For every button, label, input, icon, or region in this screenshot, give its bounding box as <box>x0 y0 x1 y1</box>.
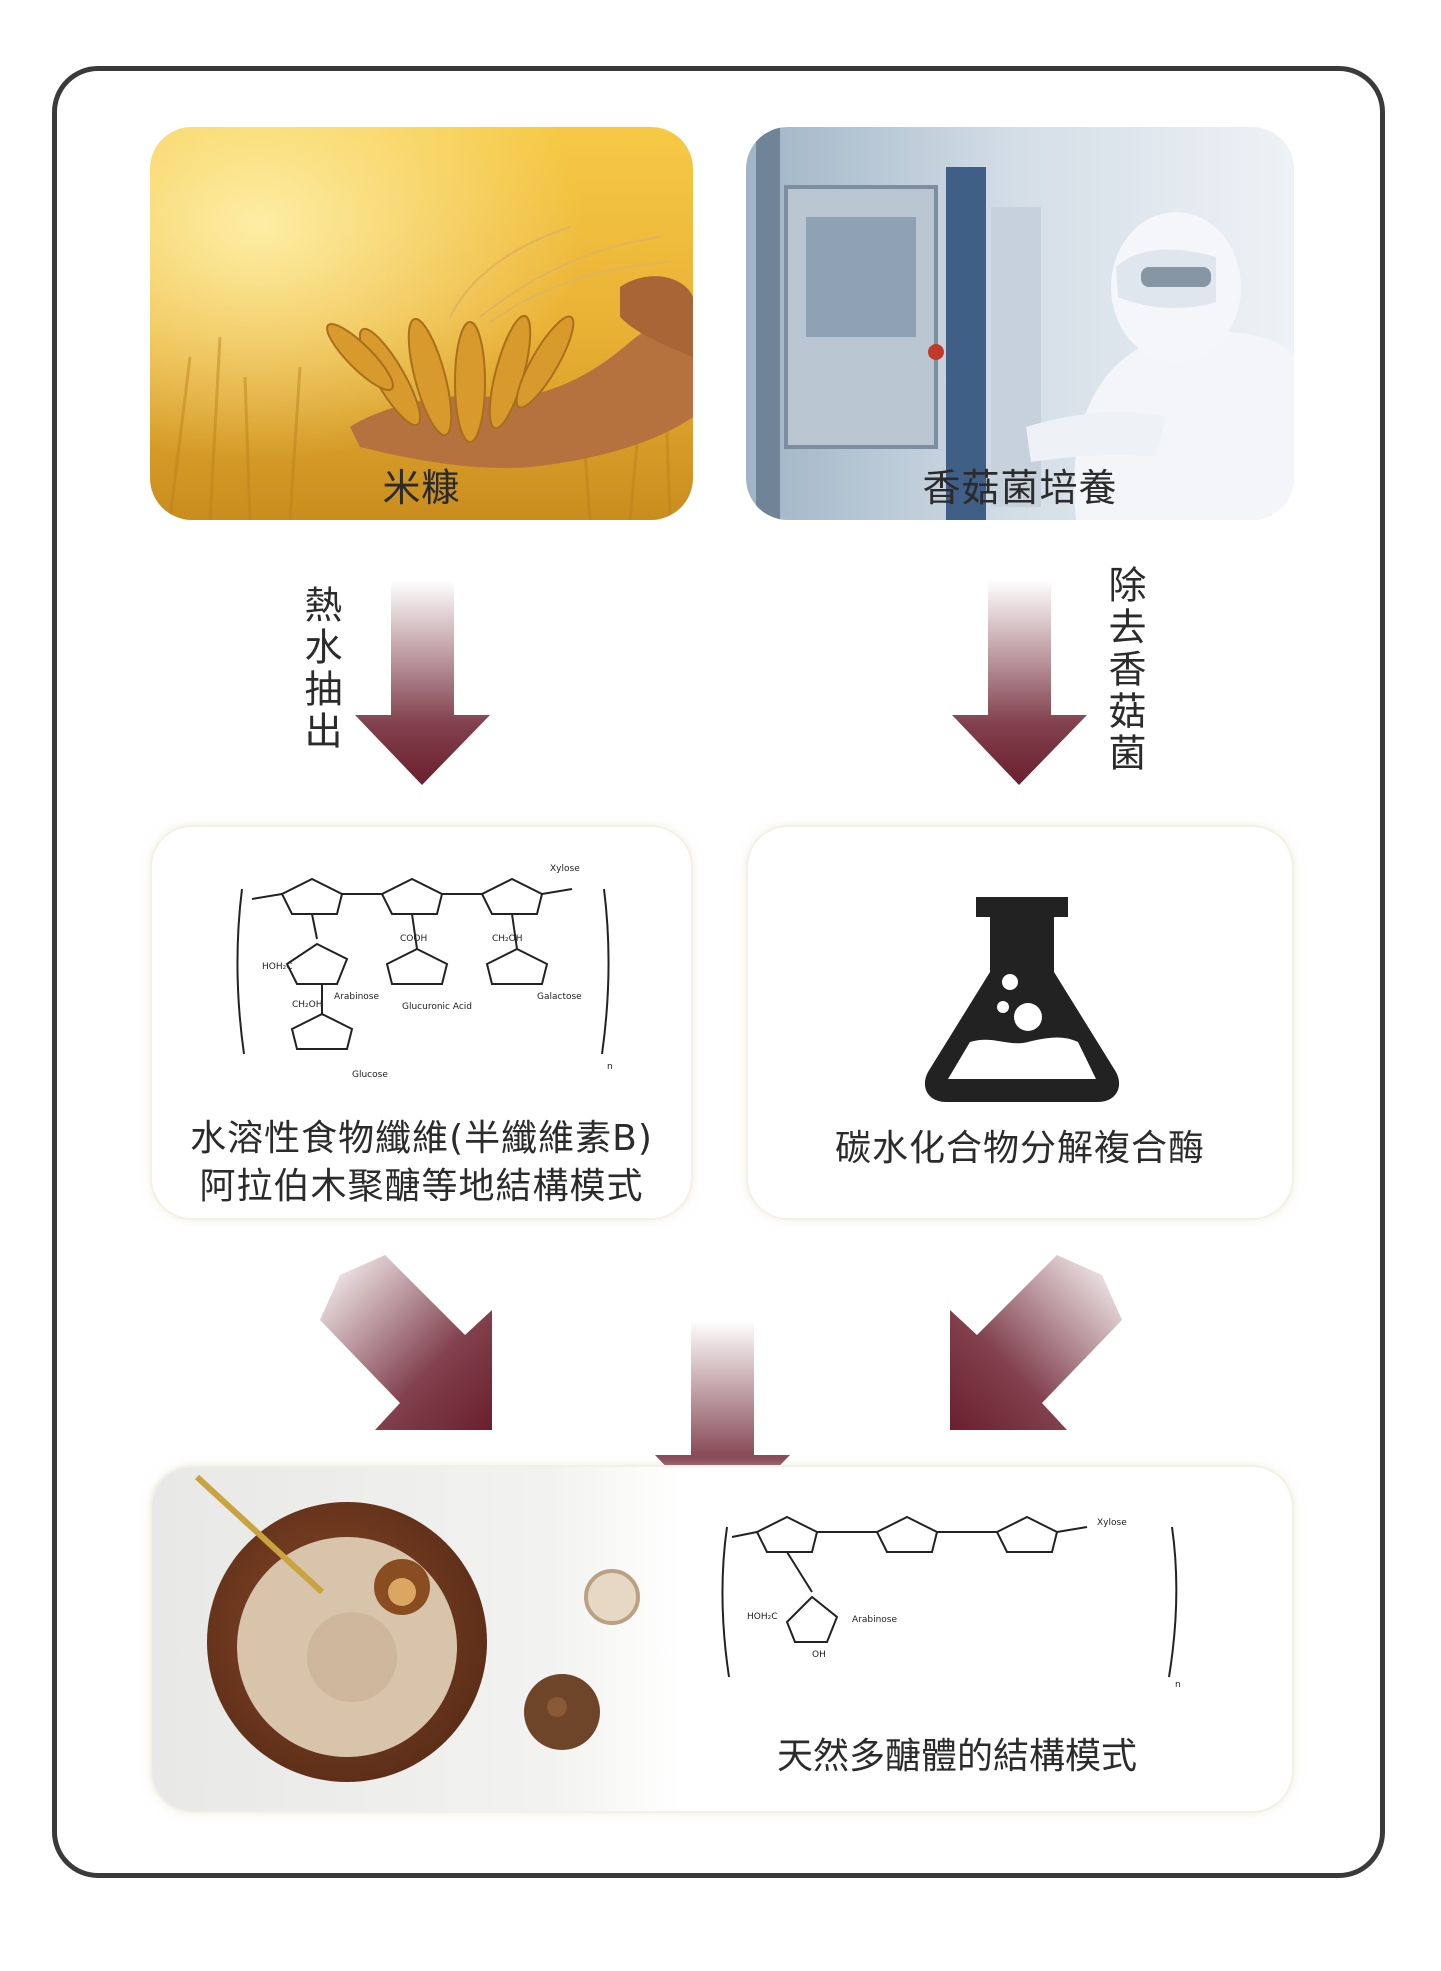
cooh-text: COOH <box>400 934 427 944</box>
enzyme-card: 碳水化合物分解複合酶 <box>746 825 1294 1220</box>
down-arrow-left <box>355 580 490 785</box>
ch2oh-text-2: CH₂OH <box>292 1000 323 1010</box>
xylose-text: Xylose <box>550 864 580 874</box>
rice-bran-card: 米糠 <box>150 127 693 520</box>
remove-shiitake-label: 除去香菇菌 <box>1102 565 1146 775</box>
diagonal-arrow-left <box>320 1255 492 1430</box>
shiitake-culture-card: 香菇菌培養 <box>746 127 1294 520</box>
hoh2c-text: HOH₂C <box>262 962 293 972</box>
diagonal-arrow-right <box>950 1255 1122 1430</box>
n-subscript-2: n <box>1175 1680 1181 1690</box>
ch2oh-text: CH₂OH <box>492 934 523 944</box>
soluble-fiber-card: Xylose COOH CH₂OH HOH₂C Arabinose Glucur… <box>150 825 693 1220</box>
polysaccharide-card: Xylose HOH₂C Arabinose OH n 天然多醣體的結構模式 <box>150 1465 1294 1813</box>
rice-bran-label: 米糠 <box>382 466 461 510</box>
n-subscript: n <box>607 1062 613 1072</box>
oh-text: OH <box>812 1650 826 1660</box>
wheat-photo <box>150 127 693 520</box>
laboratory-photo <box>746 127 1294 520</box>
down-arrow-right <box>952 580 1087 785</box>
shiitake-culture-label: 香菇菌培養 <box>922 466 1118 510</box>
hoh2c-text-2: HOH₂C <box>747 1612 778 1622</box>
arabinoxylan-structure: Xylose COOH CH₂OH HOH₂C Arabinose Glucur… <box>236 864 613 1080</box>
soluble-fiber-line2: 阿拉伯木聚醣等地結構模式 <box>199 1166 644 1207</box>
flask-icon <box>924 897 1120 1102</box>
polysaccharide-label: 天然多醣體的結構模式 <box>776 1736 1137 1777</box>
soluble-fiber-line1: 水溶性食物纖維(半纖維素B) <box>190 1118 653 1159</box>
glucose-text: Glucose <box>352 1070 388 1080</box>
galactose-text: Galactose <box>537 992 582 1002</box>
polysaccharide-structure: Xylose HOH₂C Arabinose OH n <box>721 1515 1181 1690</box>
hot-water-extraction-label: 熱水抽出 <box>298 585 342 753</box>
enzyme-label: 碳水化合物分解複合酶 <box>834 1128 1205 1169</box>
arabinose-text-2: Arabinose <box>852 1615 897 1625</box>
glucuronic-text: Glucuronic Acid <box>402 1002 472 1012</box>
mushroom-powder-photo <box>152 1467 682 1811</box>
xylose-text-2: Xylose <box>1097 1518 1127 1528</box>
arabinose-text: Arabinose <box>334 992 379 1002</box>
